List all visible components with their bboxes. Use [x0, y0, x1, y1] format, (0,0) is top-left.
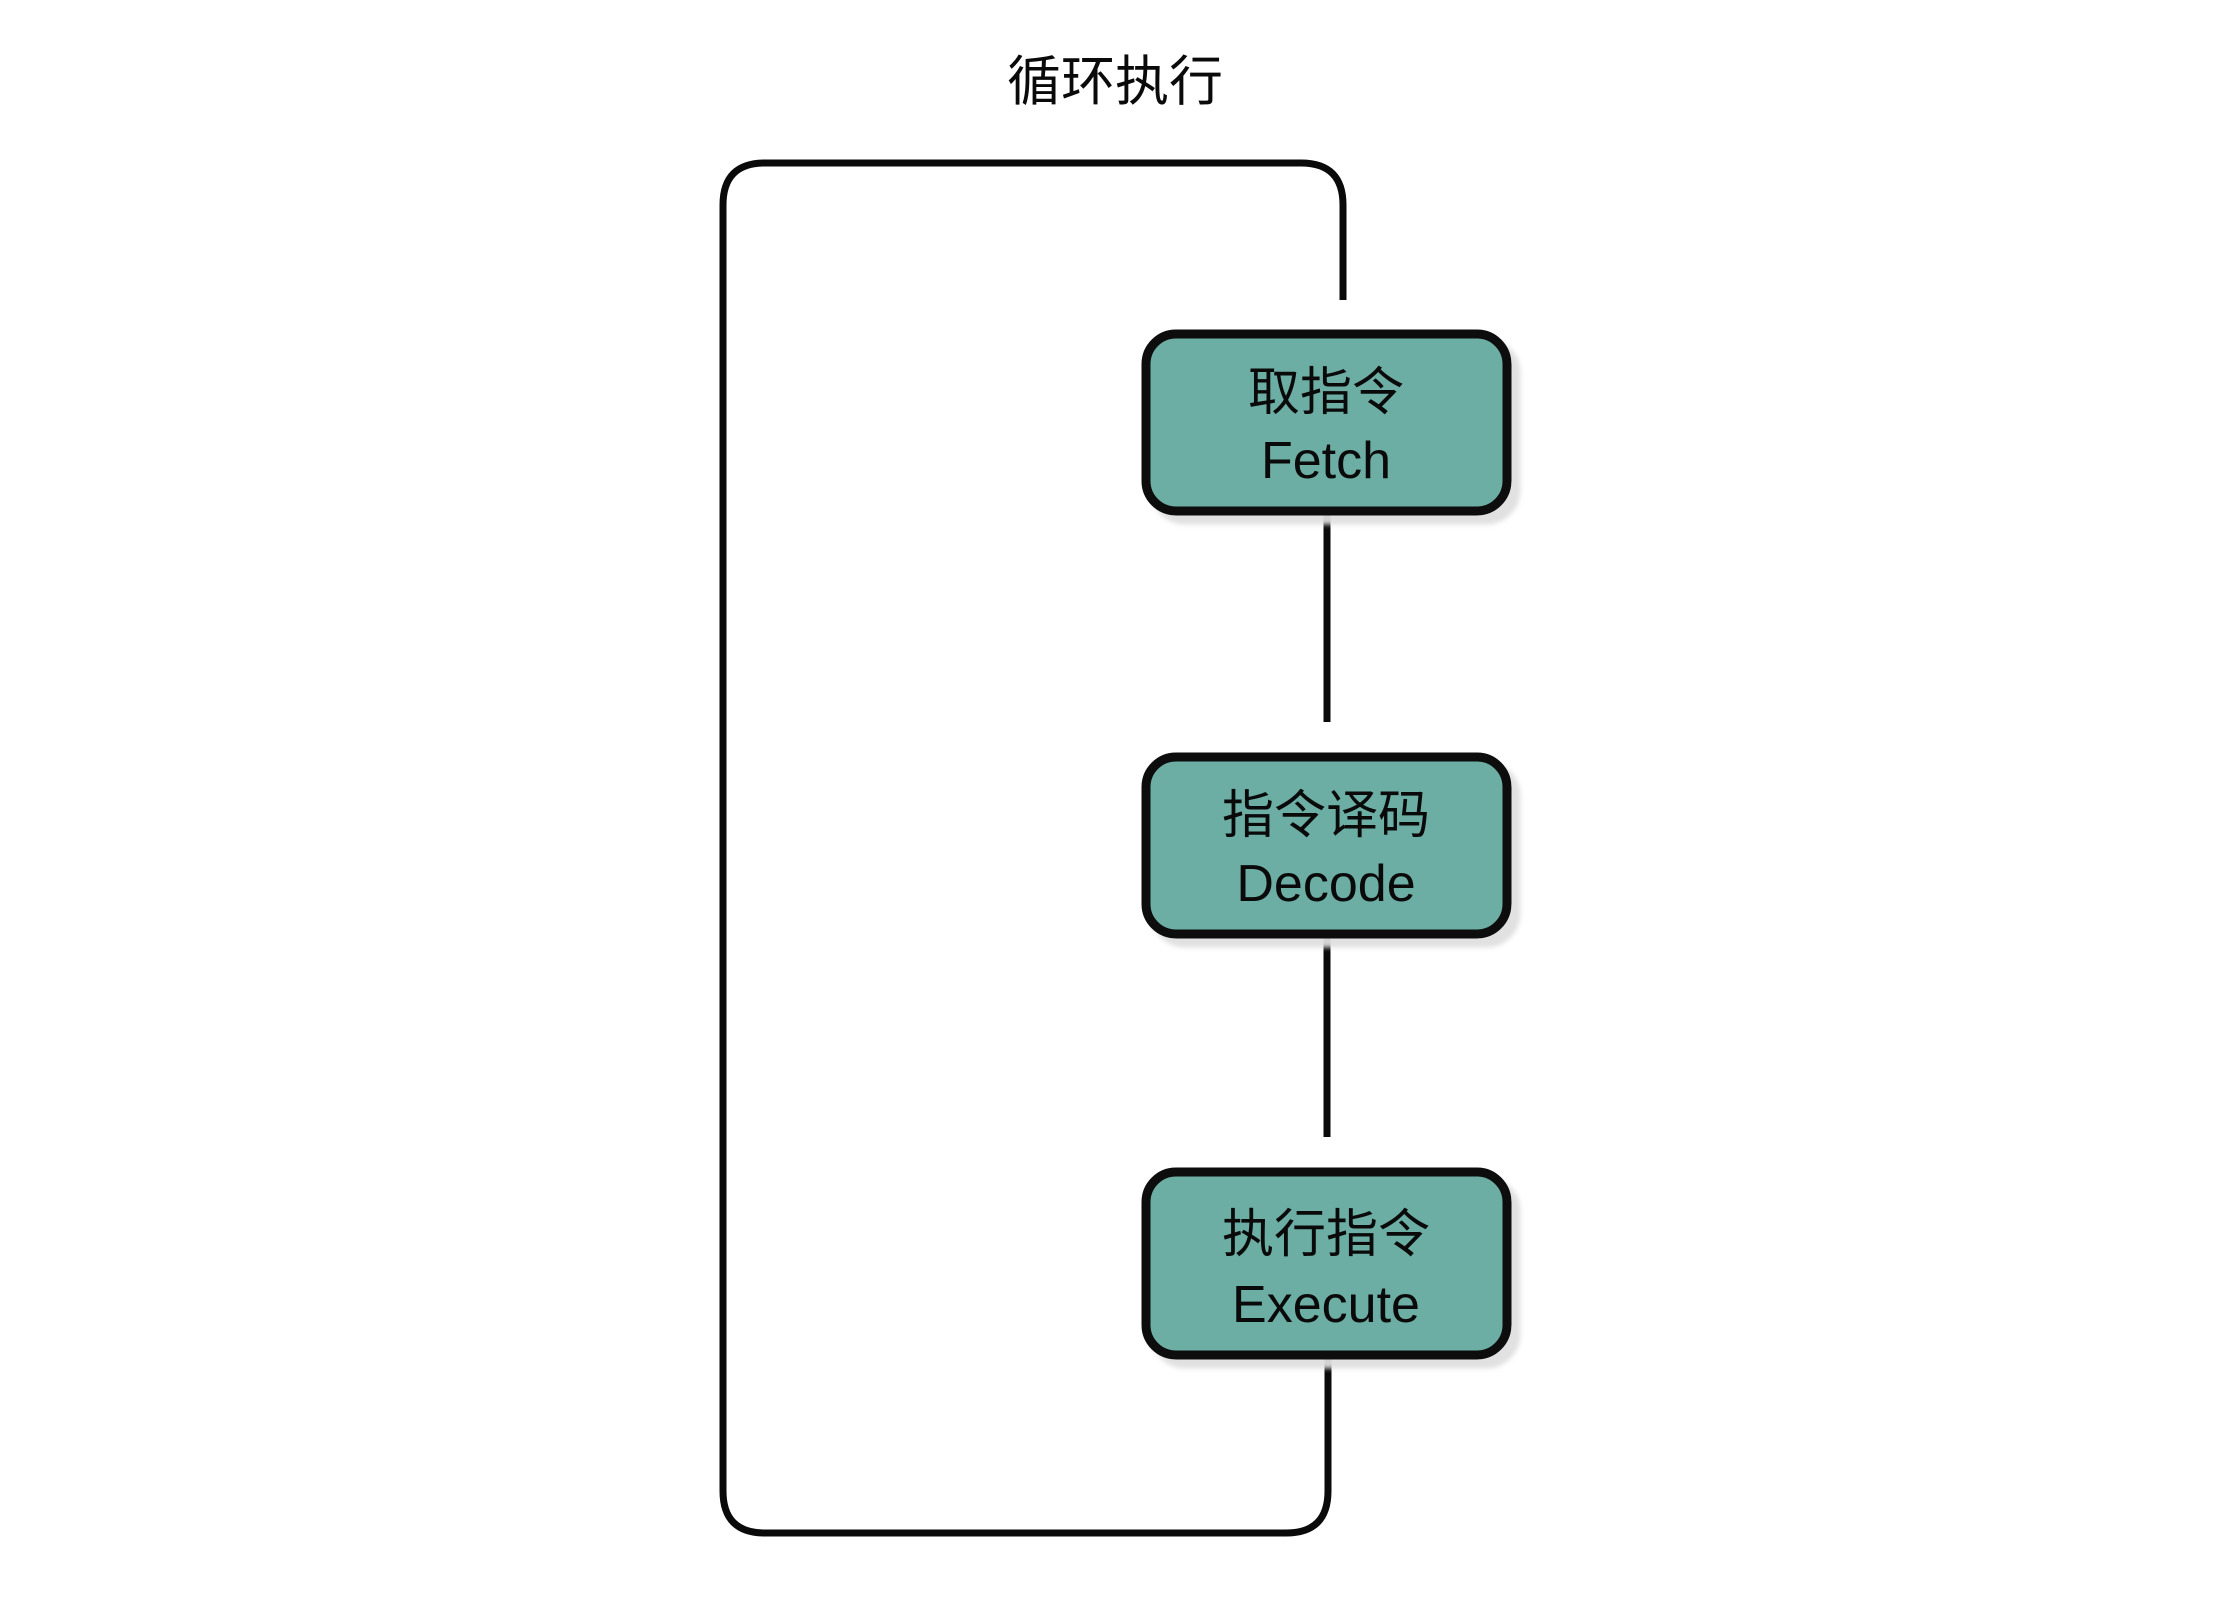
node-execute-label-cn: 执行指令 [1222, 1205, 1430, 1265]
node-fetch-label-en: Fetch [1261, 432, 1391, 490]
node-decode-shape[interactable] [1141, 752, 1512, 939]
node-decode[interactable] [1141, 752, 1512, 939]
node-execute[interactable] [1141, 1167, 1512, 1360]
node-execute-shape[interactable] [1141, 1167, 1512, 1360]
node-fetch-shape[interactable] [1141, 329, 1512, 516]
node-execute-label-en: Execute [1232, 1276, 1420, 1334]
node-decode-label-cn: 指令译码 [1222, 786, 1430, 846]
loop-label: 循环执行 [1007, 50, 1223, 113]
node-decode-label-en: Decode [1236, 855, 1415, 913]
loop-back-edge [719, 159, 1343, 1537]
node-fetch-label-cn: 取指令 [1248, 363, 1404, 423]
node-fetch[interactable] [1141, 329, 1512, 516]
edge-execute-to-loop-to-fetch [719, 159, 1343, 1537]
